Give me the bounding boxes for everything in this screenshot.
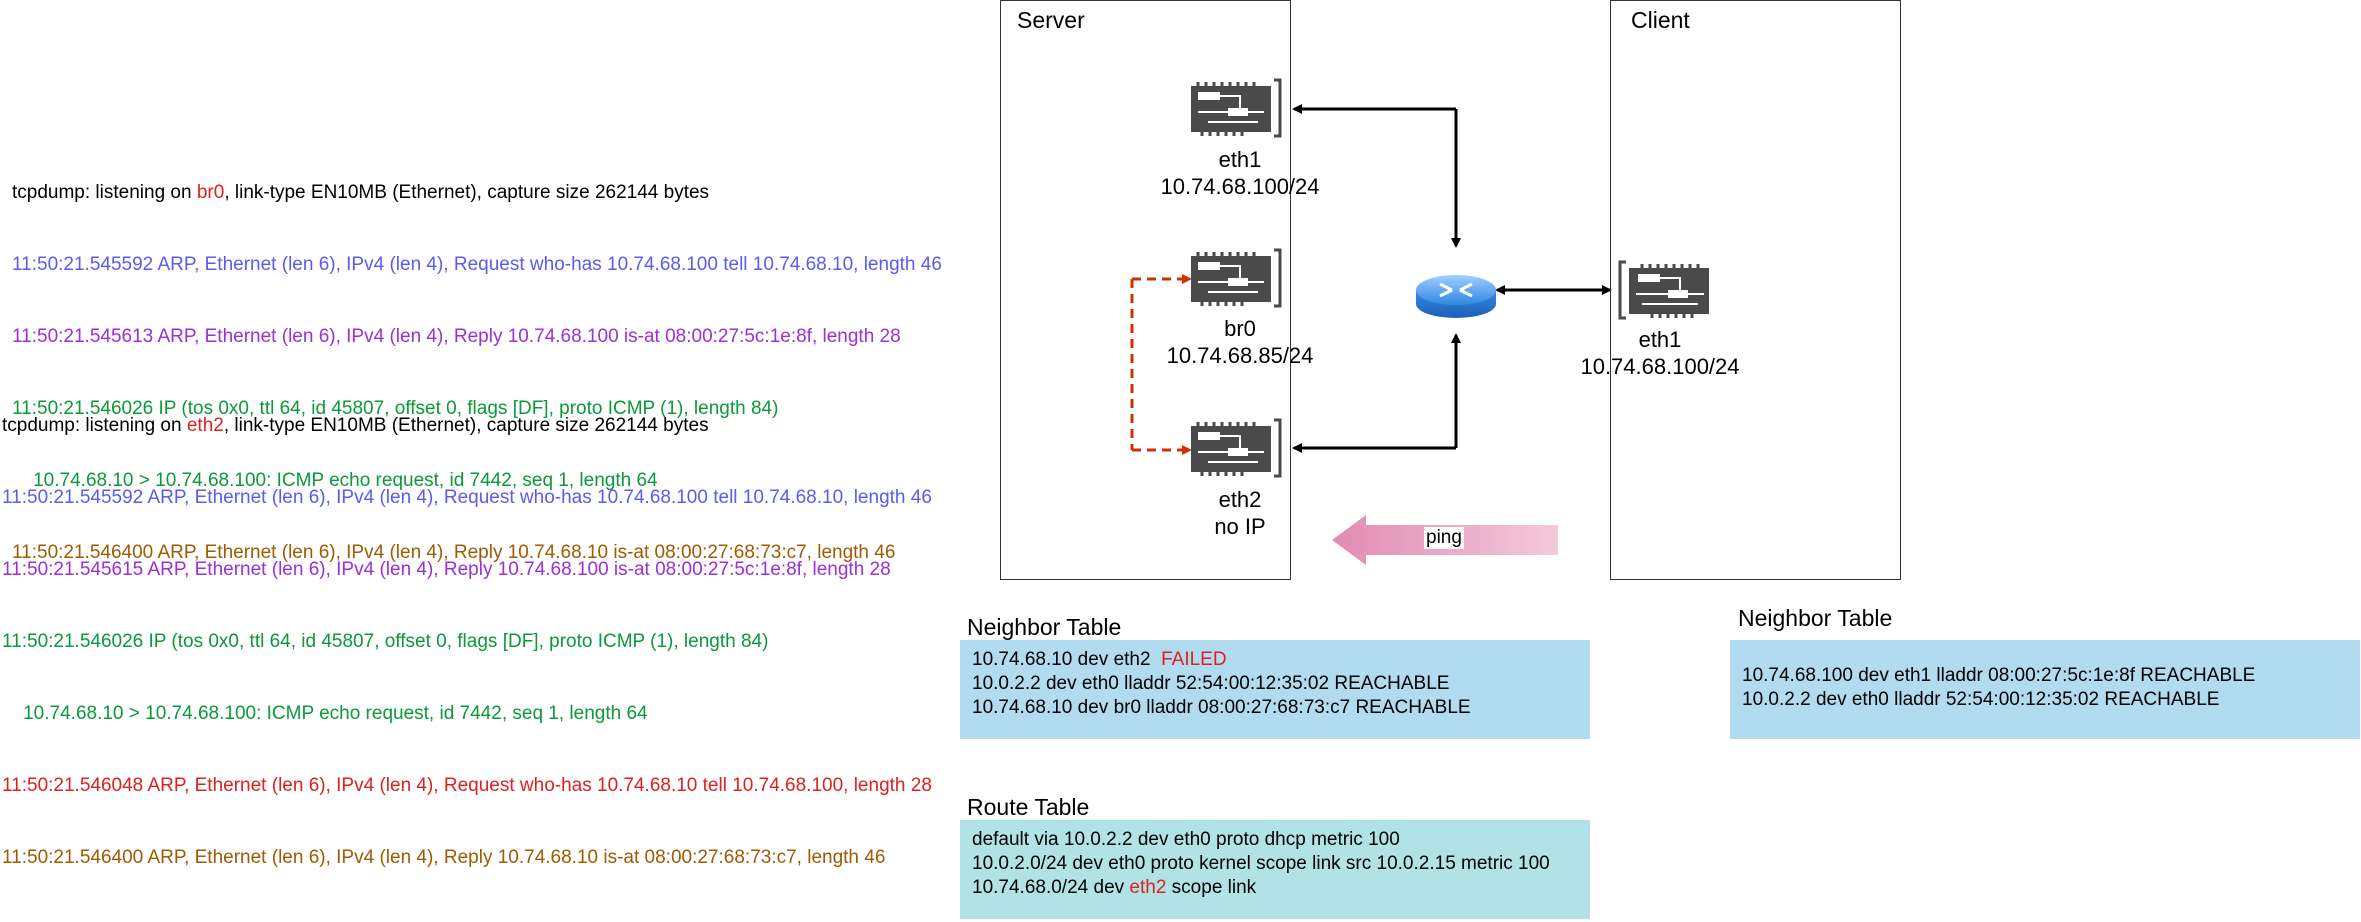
client-eth1-name: eth1: [1638, 327, 1682, 352]
server-eth2-ip: no IP: [1214, 514, 1266, 539]
client-neighbor-table-title: Neighbor Table: [1738, 605, 1893, 631]
log-br0-line: 11:50:21.545592 ARP, Ethernet (len 6), I…: [12, 254, 942, 275]
failed-status: FAILED: [1161, 649, 1227, 670]
server-neighbor-table: 10.74.68.10 dev eth2 FAILED 10.0.2.2 dev…: [960, 640, 1590, 739]
route-table: default via 10.0.2.2 dev eth0 proto dhcp…: [960, 820, 1590, 919]
server-neighbor-table-title: Neighbor Table: [967, 614, 1122, 640]
log-eth2-header: tcpdump: listening on eth2, link-type EN…: [2, 415, 709, 436]
client-neighbor-row: 10.0.2.2 dev eth0 lladdr 52:54:00:12:35:…: [1742, 689, 2220, 710]
tcpdump-log-br0: tcpdump: listening on br0, link-type EN1…: [12, 133, 942, 589]
client-box: Client: [1610, 0, 1901, 580]
route-table-title: Route Table: [967, 794, 1090, 820]
server-neighbor-row: 10.74.68.10 dev br0 lladdr 08:00:27:68:7…: [972, 697, 1471, 718]
server-neighbor-row: 10.0.2.2 dev eth0 lladdr 52:54:00:12:35:…: [972, 673, 1450, 694]
server-eth1-label: eth1 10.74.68.100/24: [1140, 146, 1340, 200]
client-neighbor-table: 10.74.68.100 dev eth1 lladdr 08:00:27:5c…: [1730, 640, 2360, 739]
log-eth2-line: 10.74.68.10 > 10.74.68.100: ICMP echo re…: [2, 703, 648, 724]
client-eth1-ip: 10.74.68.100/24: [1580, 354, 1740, 379]
server-title: Server: [1017, 7, 1085, 33]
log-br0-line: 11:50:21.545613 ARP, Ethernet (len 6), I…: [12, 326, 901, 347]
network-card-icon: [1618, 260, 1709, 320]
server-eth1-ip: 10.74.68.100/24: [1160, 174, 1320, 199]
server-br0-name: br0: [1224, 316, 1256, 341]
router-icon: [1416, 275, 1496, 318]
log-eth2-line: 11:50:21.545615 ARP, Ethernet (len 6), I…: [2, 559, 891, 580]
client-eth1-label: eth1 10.74.68.100/24: [1560, 326, 1760, 380]
route-row: 10.74.68.0/24 dev eth2 scope link: [972, 877, 1257, 898]
server-br0-label: br0 10.74.68.85/24: [1140, 315, 1340, 369]
route-row: 10.0.2.0/24 dev eth0 proto kernel scope …: [972, 853, 1550, 874]
log-br0-line: 11:50:21.546400 ARP, Ethernet (len 6), I…: [12, 542, 896, 563]
server-br0-ip: 10.74.68.85/24: [1166, 343, 1314, 368]
log-br0-line: 10.74.68.10 > 10.74.68.100: ICMP echo re…: [12, 470, 658, 491]
server-eth2-label: eth2 no IP: [1140, 486, 1340, 540]
route-row: default via 10.0.2.2 dev eth0 proto dhcp…: [972, 829, 1400, 850]
server-eth2-name: eth2: [1218, 487, 1262, 512]
server-box: Server: [1000, 0, 1291, 580]
network-card-icon: [1191, 418, 1282, 478]
network-card-icon: [1191, 248, 1282, 308]
server-eth1-name: eth1: [1218, 147, 1262, 172]
log-eth2-line: 11:50:21.545592 ARP, Ethernet (len 6), I…: [2, 487, 932, 508]
log-br0-header: tcpdump: listening on br0, link-type EN1…: [12, 182, 710, 203]
network-card-icon: [1191, 78, 1282, 138]
client-neighbor-row: 10.74.68.100 dev eth1 lladdr 08:00:27:5c…: [1742, 665, 2256, 686]
log-eth2-line: 11:50:21.546400 ARP, Ethernet (len 6), I…: [2, 847, 886, 868]
log-eth2-line: 11:50:21.546026 IP (tos 0x0, ttl 64, id …: [2, 631, 769, 652]
tcpdump-log-eth2: tcpdump: listening on eth2, link-type EN…: [2, 366, 932, 894]
server-neighbor-row: 10.74.68.10 dev eth2 FAILED: [972, 649, 1227, 670]
log-eth2-line: 11:50:21.546048 ARP, Ethernet (len 6), I…: [2, 775, 932, 796]
log-br0-line: 11:50:21.546026 IP (tos 0x0, ttl 64, id …: [12, 398, 779, 419]
ping-label: ping: [1424, 527, 1464, 549]
client-title: Client: [1631, 7, 1690, 33]
